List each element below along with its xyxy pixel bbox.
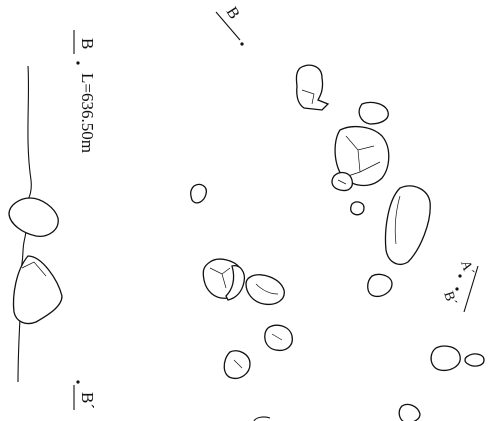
section-stone-lower-facet [21, 261, 47, 277]
stone-5 [350, 201, 365, 216]
plan-label-a-prime: A´ [457, 259, 476, 278]
section-stone-lower [12, 255, 63, 325]
stone-10 [367, 273, 393, 298]
section-marker-b-dot [76, 61, 80, 65]
stone-3 [334, 125, 390, 187]
section-line-b-top: B [215, 4, 244, 46]
stone-11 [264, 324, 293, 352]
stone-13 [430, 345, 461, 372]
stone-8 [202, 258, 246, 301]
section-view-b-b: B L=636.50m B´ [8, 30, 97, 410]
level-note-l: L=636.50m [78, 73, 97, 153]
plan-label-b-prime: B´ [440, 290, 459, 308]
stone-1 [295, 64, 330, 111]
section-label-b: B [78, 38, 97, 49]
plan-view: B A´ B´ [190, 4, 485, 421]
stone-15 [398, 403, 421, 421]
stone-6 [384, 185, 431, 265]
section-stone-upper [8, 197, 59, 237]
section-line-a-b-prime: A´ B´ [440, 259, 479, 313]
section-marker-b-prime-dot [76, 380, 80, 384]
section-label-b-prime: B´ [78, 392, 97, 409]
stone-7 [190, 183, 207, 204]
stone-2 [358, 101, 389, 125]
plan-label-b: B [223, 4, 243, 22]
stone-4 [331, 171, 354, 192]
stone-12 [223, 350, 251, 380]
stone-9 [245, 274, 285, 306]
stone-14 [464, 353, 485, 367]
stone-16-partial [253, 416, 271, 421]
